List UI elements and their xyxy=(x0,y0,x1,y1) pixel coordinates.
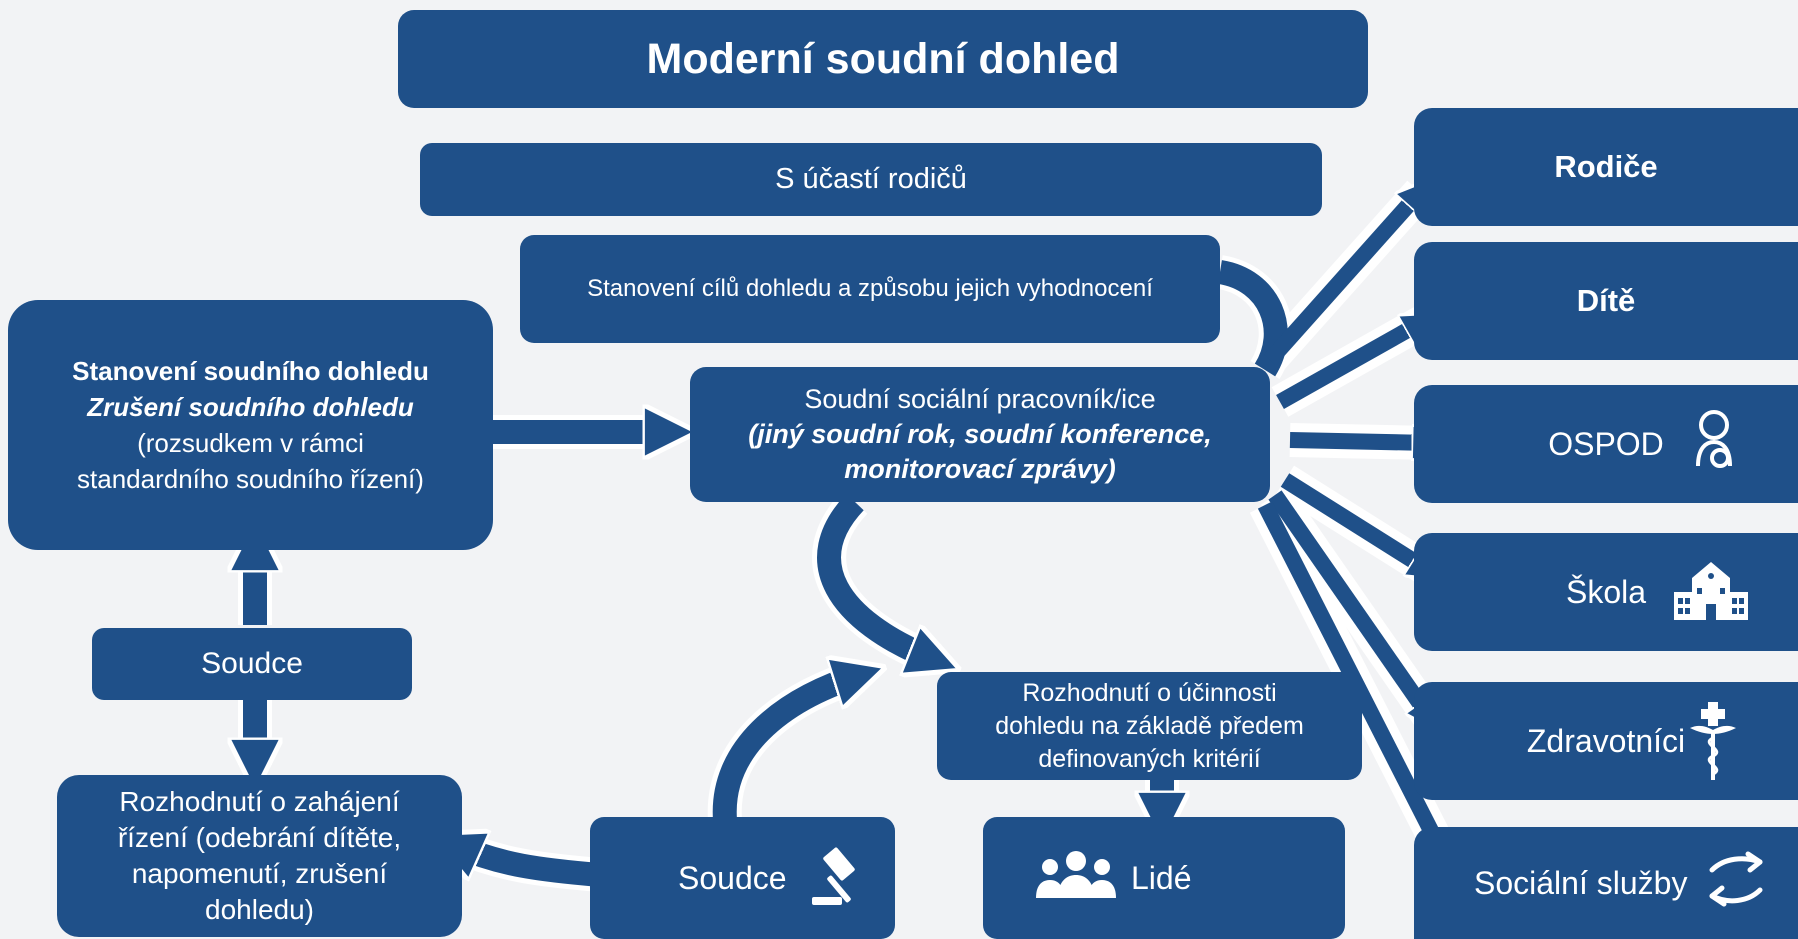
target-label-skola: Škola xyxy=(1565,573,1647,610)
effectiveness-decision-box: Rozhodnutí o účinnosti dohledu na základ… xyxy=(937,672,1362,780)
target-label-dite: Dítě xyxy=(1576,283,1636,318)
target-box-dite: Dítě xyxy=(1414,242,1798,360)
social-worker-line-3: monitorovací zprávy) xyxy=(844,454,1116,484)
decision-start-line-2: řízení (odebrání dítěte, xyxy=(117,822,402,853)
effectiveness-line-3: definovaných kritérií xyxy=(1038,744,1261,773)
target-label-socialni-sluzby: Sociální služby xyxy=(1474,864,1688,901)
target-box-rodice: Rodiče xyxy=(1414,108,1798,226)
judge-left-label: Soudce xyxy=(201,647,303,680)
decision-start-line-3: napomenutí, zrušení xyxy=(131,858,388,889)
social-worker-line-2: (jiný soudní rok, soudní konference, xyxy=(748,419,1212,449)
decision-start-line-4: dohledu) xyxy=(205,894,314,925)
target-box-zdravotnici: Zdravotníci xyxy=(1414,682,1798,800)
effectiveness-line-1: Rozhodnutí o účinnosti xyxy=(1022,678,1277,707)
target-label-rodice: Rodiče xyxy=(1554,149,1658,184)
target-box-socialni-sluzby: Sociální služby xyxy=(1414,827,1798,939)
goals-text: Stanovení cílů dohledu a způsobu jejich … xyxy=(587,275,1153,302)
target-label-zdravotnici: Zdravotníci xyxy=(1526,722,1686,759)
judge-bottom-label: Soudce xyxy=(678,859,787,896)
people-label: Lidé xyxy=(1131,859,1192,896)
decision-start-box: Rozhodnutí o zahájení řízení (odebrání d… xyxy=(57,775,462,937)
goals-box: Stanovení cílů dohledu a způsobu jejich … xyxy=(520,235,1220,343)
social-worker-box: Soudní sociální pracovník/ice (jiný soud… xyxy=(690,367,1270,502)
subtitle-box: S účastí rodičů xyxy=(420,143,1322,216)
helping-hands-icon xyxy=(1708,850,1764,908)
judge-box-left: Soudce xyxy=(92,628,412,700)
establish-line-4: standardního soudního řízení) xyxy=(77,464,424,494)
subtitle: S účastí rodičů xyxy=(775,163,967,195)
mother-child-icon xyxy=(1690,408,1738,478)
target-box-ospod: OSPOD xyxy=(1414,385,1798,503)
caduceus-icon xyxy=(1688,700,1738,782)
establish-supervision-box: Stanovení soudního dohledu Zrušení soudn… xyxy=(8,300,493,550)
target-label-ospod: OSPOD xyxy=(1548,425,1664,462)
establish-line-3: (rozsudkem v rámci xyxy=(137,428,364,458)
people-group-icon xyxy=(1036,848,1116,902)
page-title: Moderní soudní dohled xyxy=(646,34,1120,83)
decision-start-line-1: Rozhodnutí o zahájení xyxy=(119,786,400,817)
social-worker-line-1: Soudní sociální pracovník/ice xyxy=(804,384,1156,414)
effectiveness-line-2: dohledu na základě předem xyxy=(995,711,1304,740)
title-box: Moderní soudní dohled xyxy=(398,10,1368,108)
establish-line-1: Stanovení soudního dohledu xyxy=(72,356,429,386)
gavel-icon xyxy=(808,845,868,909)
establish-line-2: Zrušení soudního dohledu xyxy=(87,392,414,422)
school-building-icon xyxy=(1672,560,1750,622)
